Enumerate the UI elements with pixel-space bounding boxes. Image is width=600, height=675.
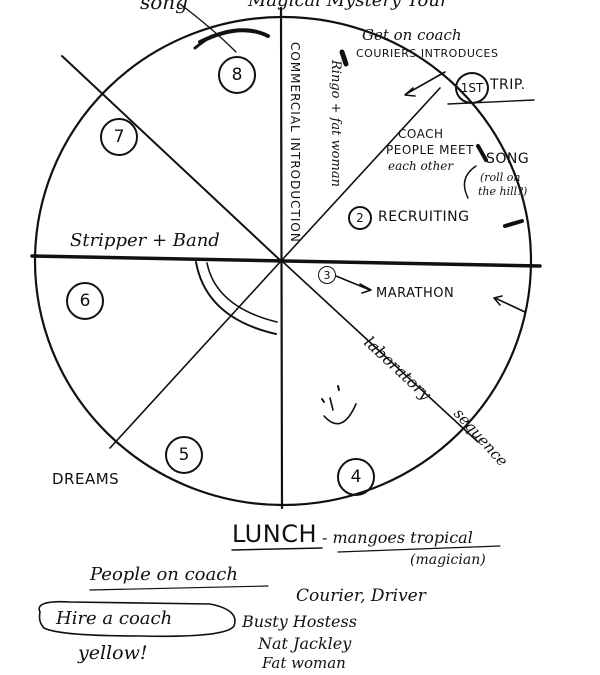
smiley-eye-right: [337, 385, 340, 391]
right-arrow: [494, 297, 526, 313]
inner-arc: [195, 261, 277, 335]
segment-3-number: 3: [318, 266, 336, 284]
hire-a-coach-note: Hire a coach: [56, 608, 173, 629]
tick-mark-3: [503, 219, 524, 228]
segment-7-number: 7: [100, 118, 138, 156]
inner-arc-2: [206, 262, 278, 323]
arrowhead-marathon: [359, 283, 372, 294]
lunch-underline: [231, 547, 323, 551]
smiley-mouth: [323, 403, 357, 425]
segment-3-label: MARATHON: [376, 286, 455, 301]
tick-mark-1: [339, 49, 349, 67]
segment-6-number: 6: [66, 282, 104, 320]
lunch-mangoes-note: - mangoes tropical: [322, 528, 473, 547]
arrowhead-couriers: [404, 87, 416, 97]
coach-people-meet-line1: COACH: [398, 127, 444, 141]
segment-7-label: Stripper + Band: [70, 230, 220, 251]
get-on-coach-note: Get on coach: [362, 26, 462, 44]
pointer-line: [179, 3, 237, 53]
trip-underline: [447, 99, 535, 105]
yellow-note: yellow!: [78, 642, 148, 664]
segment-1-number: 1ST: [455, 72, 489, 104]
diagonal-upper-right: [280, 87, 441, 262]
hire-coach-loop: [38, 600, 236, 638]
busty-hostess-note: Busty Hostess: [242, 612, 357, 631]
courier-driver-note: Courier, Driver: [296, 586, 426, 606]
segment-1-label: TRIP.: [490, 77, 526, 93]
song-note-line3: the hill?): [478, 185, 528, 198]
smiley-nose: [329, 397, 334, 411]
segment-5-number: 5: [165, 436, 203, 474]
nat-jackley-note: Nat Jackley: [258, 634, 352, 653]
couriers-introduce-note: COURIERS INTRODUCES: [356, 47, 499, 60]
right-arrowhead: [493, 295, 503, 306]
people-on-coach-note: People on coach: [90, 564, 238, 585]
coach-people-meet-line2: PEOPLE MEET: [386, 143, 474, 157]
fat-woman-note: Fat woman: [262, 654, 346, 672]
segment-8-number: 8: [218, 56, 256, 94]
segment-4-number: 4: [337, 458, 375, 496]
segment-2-label: RECRUITING: [378, 209, 470, 225]
horizontal-diameter: [30, 254, 542, 268]
top-arc-tick: [193, 34, 214, 50]
song-note: SONG: [486, 151, 530, 167]
ringo-note: Ringo + fat woman: [328, 60, 343, 187]
top-center-partial-text: Magical Mystery Tour: [248, 0, 449, 11]
smiley-eye-left: [321, 398, 325, 403]
lunch-magician-note: (magician): [410, 552, 486, 568]
people-underline: [89, 585, 269, 591]
mangoes-underline: [337, 545, 501, 553]
diagonal-lower-right: [282, 261, 479, 443]
commercial-introduction-note: COMMERCIAL INTRODUCTION: [288, 42, 302, 243]
segment-2-number: 2: [348, 206, 372, 230]
top-left-partial-text: song: [140, 0, 188, 14]
song-bracket: [463, 165, 477, 199]
coach-people-meet-line3: each other: [388, 159, 454, 173]
diagonal-lower-left: [109, 260, 282, 449]
segment-5-label: DREAMS: [52, 470, 120, 488]
arrow-to-marathon: [335, 275, 371, 291]
diagonal-upper-left: [61, 55, 282, 262]
arrow-couriers: [405, 71, 446, 95]
song-note-line2: (roll on: [480, 171, 521, 184]
tick-mark-2: [476, 144, 488, 162]
vertical-spoke: [279, 6, 284, 510]
lunch-heading: LUNCH: [232, 520, 317, 548]
